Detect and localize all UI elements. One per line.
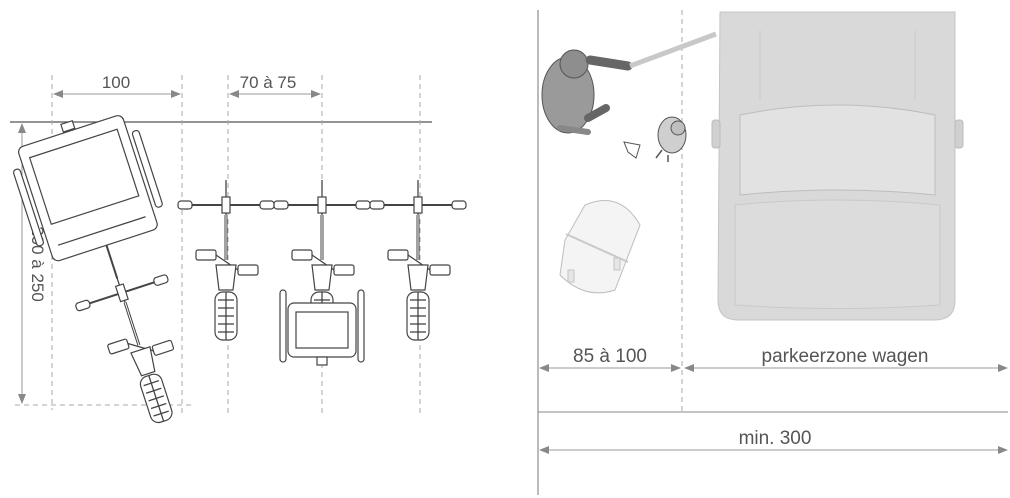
bike-with-trailer-angled xyxy=(12,115,211,438)
left-panel: 100 70 à 75 200 à 250 xyxy=(10,73,468,438)
dim-width-first: 100 xyxy=(102,73,130,92)
leash xyxy=(629,31,717,69)
bicycle xyxy=(368,178,468,342)
bicycle xyxy=(176,178,276,342)
label-parking: parkeerzone wagen xyxy=(762,346,929,367)
dim-width-spacing: 70 à 75 xyxy=(240,73,297,92)
right-panel: 85 à 100 parkeerzone wagen min. 300 xyxy=(537,10,1008,495)
adult-person xyxy=(541,31,717,135)
child-trailer xyxy=(279,289,365,366)
stroller xyxy=(559,200,641,294)
dim-sidewalk: 85 à 100 xyxy=(573,346,647,367)
child-person xyxy=(623,116,687,162)
dim-total: min. 300 xyxy=(739,428,812,449)
parked-car xyxy=(711,11,964,321)
